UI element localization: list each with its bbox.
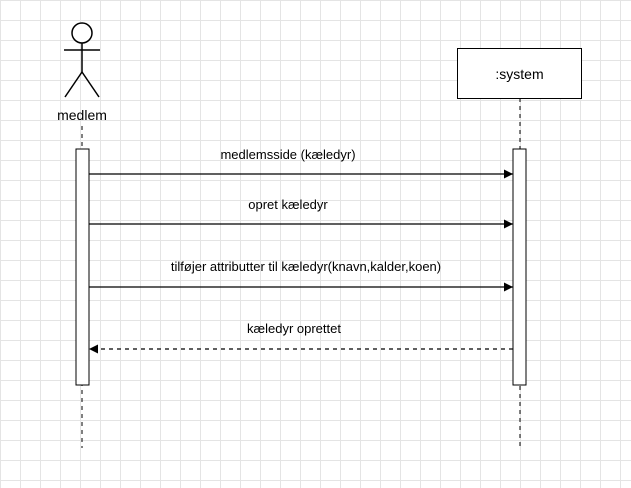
return-message-label: kæledyr oprettet (247, 321, 341, 336)
message-label-3: tilføjer attributter til kæledyr(knavn,k… (170, 259, 442, 274)
system-participant-box[interactable]: :system (457, 48, 582, 99)
actor-activation-bar[interactable] (75, 148, 90, 386)
actor-stick-figure-icon[interactable] (64, 22, 100, 98)
actor-label: medlem (57, 107, 107, 123)
message-label-2: opret kæledyr (248, 197, 328, 212)
system-participant-label: :system (495, 65, 544, 82)
system-activation-bar[interactable] (512, 148, 527, 386)
message-label-1: medlemsside (kæledyr) (220, 147, 356, 162)
